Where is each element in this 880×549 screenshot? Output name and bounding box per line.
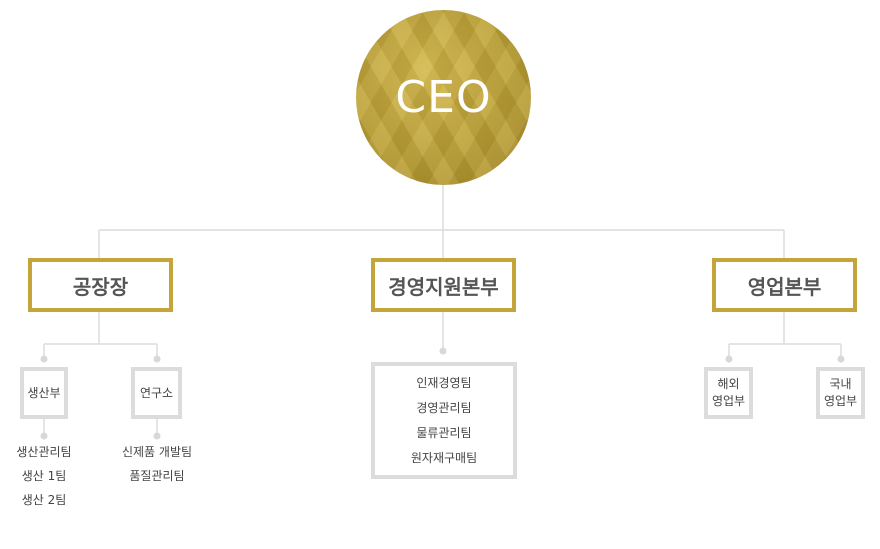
team-item: 원자재구매팀 (411, 446, 477, 471)
team-item: 경영관리팀 (416, 396, 471, 421)
subunit-label-line: 해외 (717, 376, 739, 393)
subunit-label-line: 국내 (829, 376, 851, 393)
dept-factory-head: 공장장 (28, 258, 173, 312)
dept-sales: 영업본부 (712, 258, 857, 312)
dept-management-support: 경영지원본부 (371, 258, 516, 312)
team-item: 품질관리팀 (108, 464, 206, 488)
subunit-research-lab: 연구소 (131, 367, 182, 419)
production-team-list: 생산관리팀 생산 1팀 생산 2팀 (2, 440, 86, 512)
subunit-production: 생산부 (20, 367, 68, 419)
team-item: 인재경영팀 (416, 371, 471, 396)
connector-dot (41, 433, 48, 440)
connector-dot (726, 356, 733, 363)
connector-dot (154, 356, 161, 363)
dept-factory-head-label: 공장장 (73, 271, 128, 300)
dept-management-support-label: 경영지원본부 (388, 271, 498, 300)
subunit-label-line: 영업부 (824, 393, 857, 410)
connector-dot (440, 348, 447, 355)
subunit-production-label: 생산부 (27, 385, 60, 402)
research-team-list: 신제품 개발팀 품질관리팀 (108, 440, 206, 488)
team-item: 생산 2팀 (2, 488, 86, 512)
team-item: 생산 1팀 (2, 464, 86, 488)
connector-dot (838, 356, 845, 363)
dept-sales-label: 영업본부 (748, 271, 822, 300)
team-item: 생산관리팀 (2, 440, 86, 464)
subunit-research-lab-label: 연구소 (140, 385, 173, 402)
connector-dot (41, 356, 48, 363)
team-item: 물류관리팀 (416, 421, 471, 446)
subunit-label-line: 영업부 (712, 393, 745, 410)
subunit-overseas-sales: 해외 영업부 (704, 367, 753, 419)
connector-dot (154, 433, 161, 440)
ceo-node: CEO (356, 10, 531, 185)
ceo-label: CEO (395, 72, 491, 123)
management-teams-box: 인재경영팀 경영관리팀 물류관리팀 원자재구매팀 (371, 362, 517, 479)
team-item: 신제품 개발팀 (108, 440, 206, 464)
subunit-domestic-sales: 국내 영업부 (816, 367, 865, 419)
